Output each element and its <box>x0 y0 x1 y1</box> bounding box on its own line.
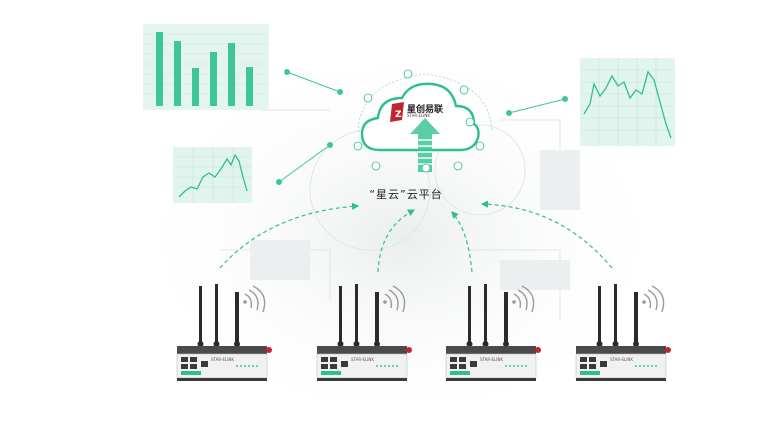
app-icon <box>403 69 413 79</box>
app-icon <box>475 141 485 151</box>
line-series-right <box>583 70 672 139</box>
app-icon <box>459 85 469 95</box>
flow-arrow-2 <box>377 209 416 273</box>
brand-subtitle: STAR-ELINK <box>407 113 431 118</box>
bar-4 <box>210 52 217 106</box>
connector-dot <box>506 110 512 116</box>
line-chart-panel-left <box>173 147 252 203</box>
bar-1 <box>156 32 163 106</box>
line-series-left <box>178 153 248 198</box>
bar-6 <box>246 67 253 106</box>
router-2 <box>316 283 413 382</box>
star-elink-logo: Z <box>390 102 404 122</box>
app-icon <box>465 117 475 127</box>
upload-arrow-icon <box>410 118 440 172</box>
svg-text:Z: Z <box>395 110 402 120</box>
app-icon <box>453 161 463 171</box>
connector-dot <box>276 179 282 185</box>
router-4 <box>575 283 672 382</box>
cloud-platform-graphic: Z <box>353 69 493 173</box>
cloud-icon <box>360 82 480 152</box>
bar-chart-panel <box>143 24 269 110</box>
flow-arrow-1 <box>219 202 360 269</box>
brand-name: 星创易联 <box>407 105 444 115</box>
app-icon <box>353 141 363 151</box>
bar-5 <box>228 43 235 106</box>
flow-arrow-3 <box>451 211 473 273</box>
router-3 <box>445 283 542 382</box>
line-chart-panel-right <box>580 58 675 146</box>
app-icon <box>421 163 431 173</box>
bar-3 <box>192 68 199 106</box>
platform-label: “星云”云平台 <box>369 188 443 201</box>
app-icon <box>371 161 381 171</box>
connector-dot <box>337 89 343 95</box>
connector-dot <box>327 142 333 148</box>
app-icon <box>363 93 373 103</box>
connector-dot <box>284 69 290 75</box>
connector-dot <box>562 96 568 102</box>
bar-2 <box>174 41 181 106</box>
router-1 <box>176 283 273 382</box>
